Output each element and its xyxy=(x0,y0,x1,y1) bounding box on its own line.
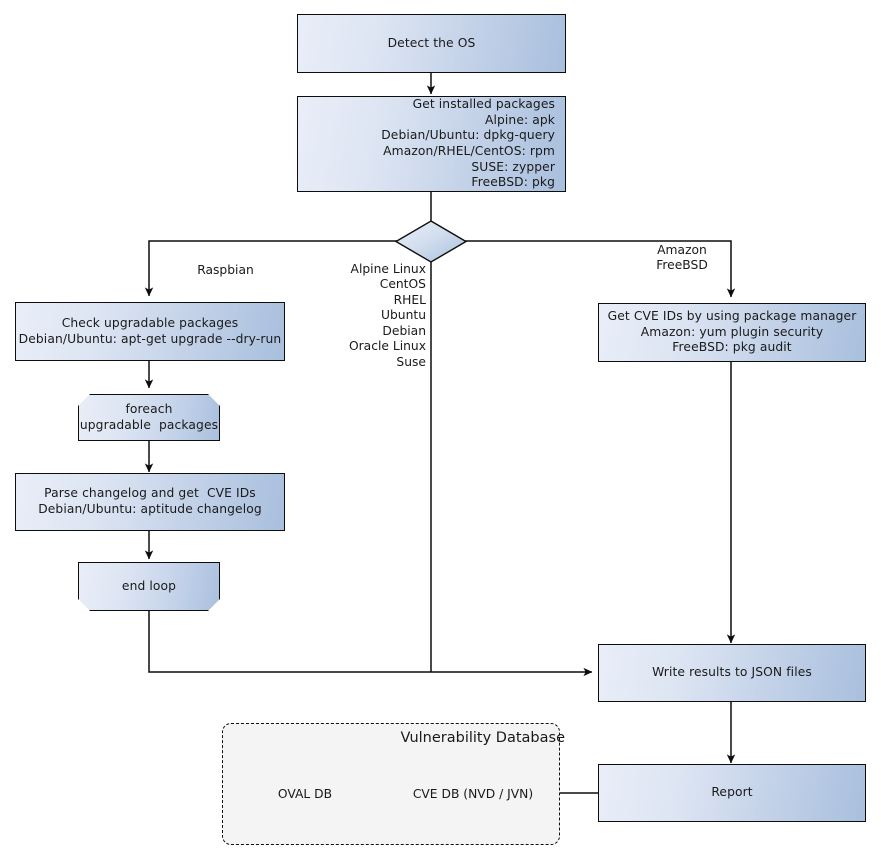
edge-label-raspbian: Raspbian xyxy=(197,263,254,277)
connector-decision-to-check-upgradable xyxy=(144,240,399,297)
db-label-oval: OVAL DB xyxy=(277,787,333,801)
decision-diamond xyxy=(394,220,468,263)
group-vulnerability-database xyxy=(222,723,560,845)
node-write-results-to-json-files[interactable]: Write results to JSON files xyxy=(598,644,866,702)
node-end-loop[interactable]: end loop xyxy=(78,562,220,611)
connector-endloop-to-write xyxy=(148,611,593,677)
connector-decision-to-get-cve-ids xyxy=(464,240,736,298)
edge-label-os-list: Alpine Linux CentOS RHEL Ubuntu Debian O… xyxy=(348,262,426,369)
node-check-upgradable-packages[interactable]: Check upgradable packages Debian/Ubuntu:… xyxy=(15,302,285,361)
node-get-installed-packages[interactable]: Get installed packages Alpine: apk Debia… xyxy=(297,96,566,192)
node-foreach-upgradable-packages[interactable]: foreach upgradable packages xyxy=(78,394,220,441)
group-title-vulnerability-database: Vulnerability Database xyxy=(400,730,565,746)
node-get-cve-ids[interactable]: Get CVE IDs by using package manager Ama… xyxy=(598,303,866,362)
edge-label-amazon-freebsd: Amazon FreeBSD xyxy=(656,243,708,273)
node-parse-changelog[interactable]: Parse changelog and get CVE IDs Debian/U… xyxy=(15,473,285,531)
db-label-cve: CVE DB (NVD / JVN) xyxy=(412,787,534,801)
node-detect-the-os[interactable]: Detect the OS xyxy=(297,14,566,73)
node-report[interactable]: Report xyxy=(598,764,866,822)
